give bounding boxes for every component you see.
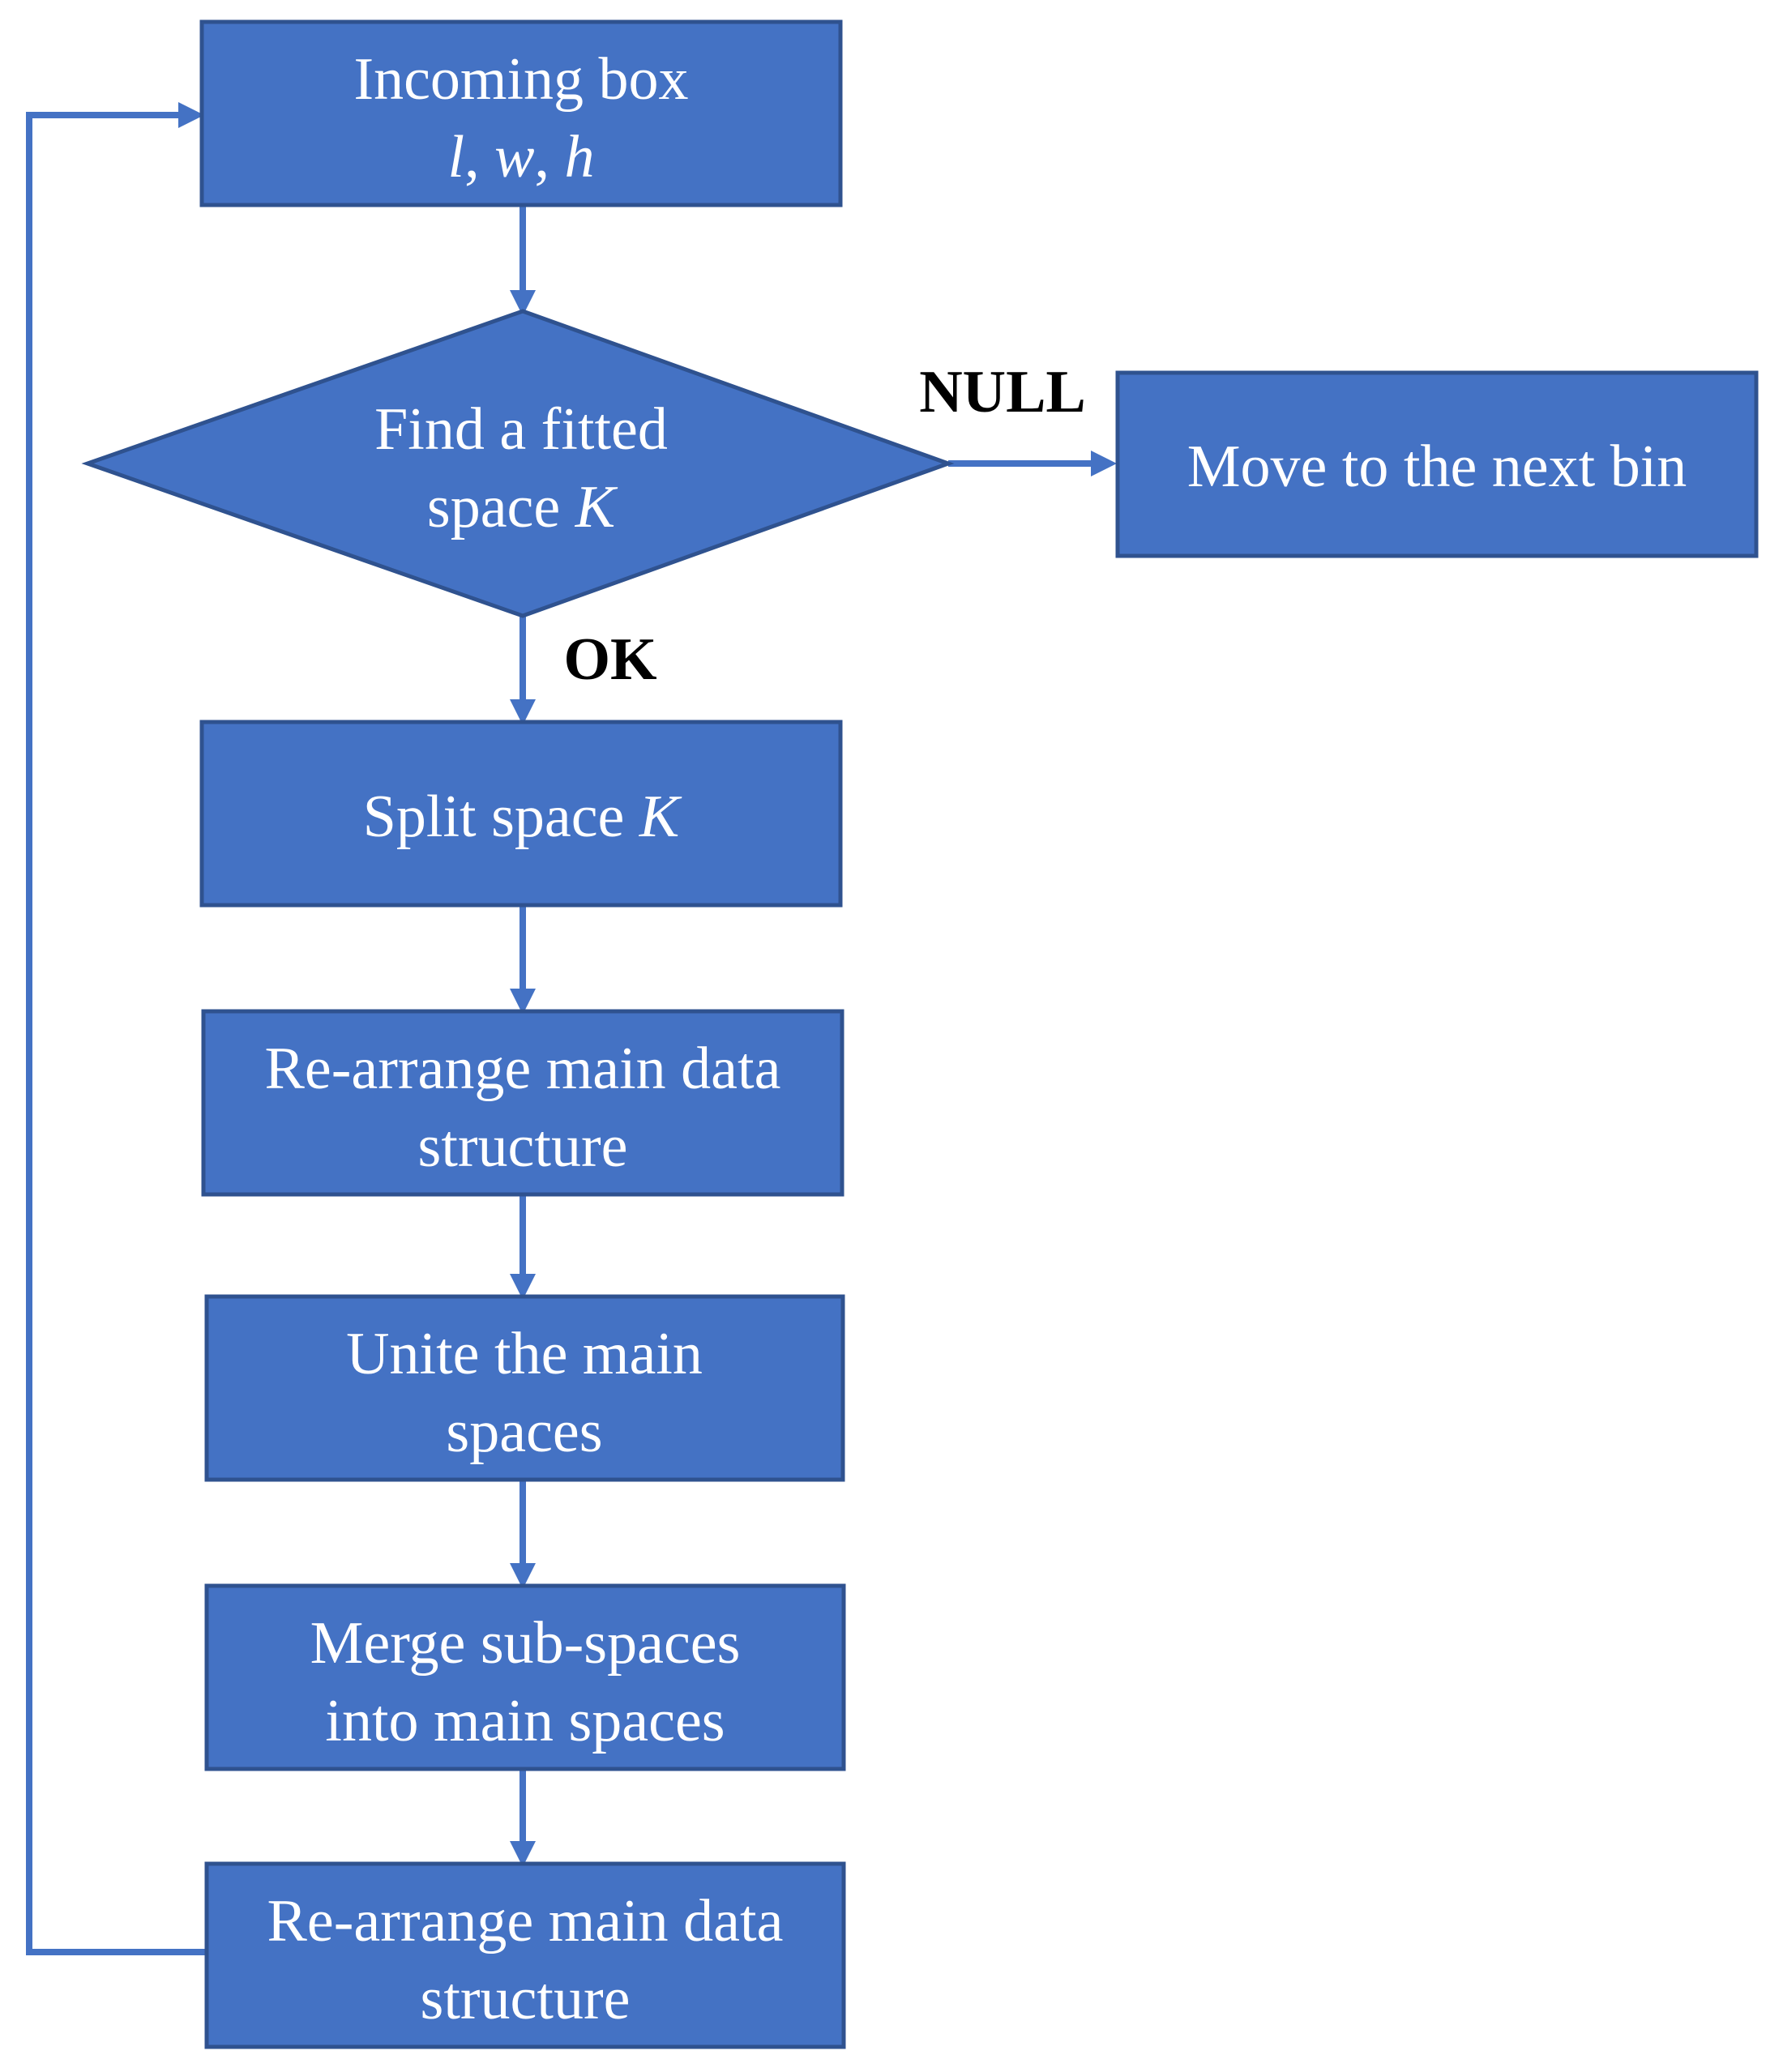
merge-subspaces-node: Merge sub-spaces into main spaces [204, 1583, 846, 1771]
incoming-box-node: Incoming box l, w, h [199, 19, 843, 207]
rearrange-structure-node-2: Re-arrange main data structure [204, 1861, 846, 2049]
split-space-node: Split space K [199, 720, 843, 908]
incoming-box-dimensions: l, w, h [448, 124, 595, 190]
unite-spaces-line1: Unite the main [346, 1321, 703, 1387]
null-label: NULL [919, 359, 1086, 425]
rearrange-structure-node-1: Re-arrange main data structure [201, 1009, 844, 1197]
incoming-box-title: Incoming box [353, 46, 688, 113]
split-space-label: Split space K [363, 784, 682, 850]
unite-spaces-node: Unite the main spaces [204, 1294, 845, 1482]
rearrange-2-line2: structure [421, 1966, 631, 2032]
rearrange-1-line2: structure [418, 1113, 628, 1180]
merge-subspaces-line2: into main spaces [325, 1688, 725, 1754]
merge-subspaces-line1: Merge sub-spaces [310, 1610, 741, 1677]
edge-loop-back [26, 102, 205, 1955]
move-next-bin-label: Move to the next bin [1187, 434, 1687, 500]
ok-label: OK [563, 626, 656, 693]
move-next-bin-node: Move to the next bin [1115, 370, 1759, 558]
rearrange-2-line1: Re-arrange main data [267, 1888, 784, 1955]
rearrange-1-line1: Re-arrange main data [265, 1036, 781, 1102]
unite-spaces-line2: spaces [446, 1399, 602, 1465]
find-space-decision-node: Find a fitted space K [81, 309, 955, 618]
find-space-line1: Find a fitted [374, 396, 668, 463]
find-space-line2: space K [427, 474, 618, 540]
